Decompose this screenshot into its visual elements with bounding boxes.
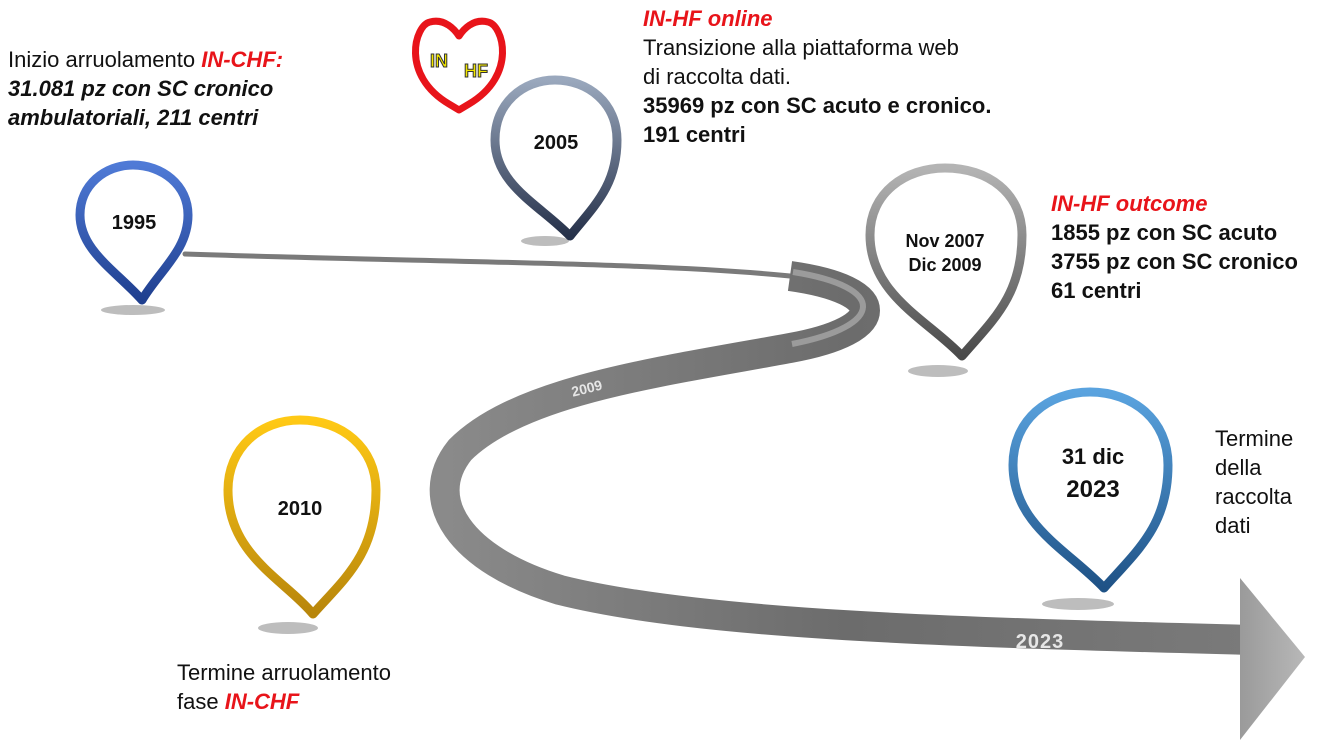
road-label-2009: 2009	[570, 377, 604, 400]
note-1995-prefix: Inizio arruolamento	[8, 47, 202, 72]
pin-1995-label: 1995	[112, 212, 157, 234]
note-2007: IN-HF outcome 1855 pz con SC acuto 3755 …	[1051, 189, 1298, 305]
pin-2005: 2005	[490, 75, 622, 241]
pin-2007: Nov 2007 Dic 2009	[865, 163, 1027, 361]
note-1995-highlight: IN-CHF	[201, 47, 276, 72]
note-2007-line2: 3755 pz con SC cronico	[1051, 249, 1298, 274]
pin-2007-label-line2: Dic 2009	[908, 255, 981, 275]
note-1995-line3: ambulatoriali, 211 centri	[8, 105, 259, 130]
in-hf-heart-logo: IN HF	[412, 17, 506, 114]
note-2005: IN-HF online Transizione alla piattaform…	[643, 4, 991, 149]
note-2005-title: IN-HF online	[643, 6, 773, 31]
note-2010: Termine arruolamento fase IN-CHF	[177, 658, 391, 716]
note-2023-line3: raccolta	[1215, 484, 1293, 509]
road-curve	[429, 261, 1251, 655]
logo-text-hf: HF	[464, 61, 488, 81]
note-2007-line3: 61 centri	[1051, 278, 1142, 303]
pin-shadow-2005	[521, 236, 569, 246]
pin-shadow-2007	[908, 365, 968, 377]
note-1995-line2: 31.081 pz con SC cronico	[8, 76, 274, 101]
pin-shadow-2010	[258, 622, 318, 634]
road-highlight	[791, 269, 866, 347]
pin-1995: 1995	[75, 160, 193, 305]
pin-2010-label: 2010	[278, 498, 323, 520]
note-2005-line4: 191 centri	[643, 122, 746, 147]
pin-2005-label: 2005	[534, 132, 579, 154]
note-2023-line2: della	[1215, 455, 1262, 480]
note-1995-colon: :	[275, 47, 284, 72]
note-2010-line2-prefix: fase	[177, 689, 225, 714]
pin-2007-label-line1: Nov 2007	[905, 231, 984, 251]
note-2023: Termine della raccolta dati	[1215, 424, 1293, 540]
note-2005-line2: di raccolta dati.	[643, 64, 791, 89]
note-2007-title: IN-HF outcome	[1051, 191, 1208, 216]
note-2005-line1: Transizione alla piattaforma web	[643, 35, 959, 60]
road-label-2023: 2023	[1016, 631, 1065, 653]
pin-2023-label-line2: 2023	[1066, 476, 1119, 503]
pin-2010: 2010	[223, 415, 381, 619]
pin-shadow-2023	[1042, 598, 1114, 610]
road-arrowhead	[1240, 578, 1305, 740]
note-2023-line4: dati	[1215, 513, 1251, 538]
note-2023-line1: Termine	[1215, 426, 1294, 451]
road-tail	[182, 251, 793, 279]
note-2010-line1: Termine arruolamento	[177, 660, 391, 685]
pin-2023: 31 dic 2023	[1008, 387, 1173, 593]
pin-2023-label-line1: 31 dic	[1062, 444, 1124, 469]
pin-shadow-1995	[101, 305, 165, 315]
note-2005-line3: 35969 pz con SC acuto e cronico.	[643, 93, 992, 118]
logo-text-in: IN	[430, 51, 448, 71]
note-1995: Inizio arruolamento IN-CHF: 31.081 pz co…	[8, 45, 283, 132]
note-2007-line1: 1855 pz con SC acuto	[1051, 220, 1278, 245]
note-2010-highlight: IN-CHF	[224, 689, 300, 714]
